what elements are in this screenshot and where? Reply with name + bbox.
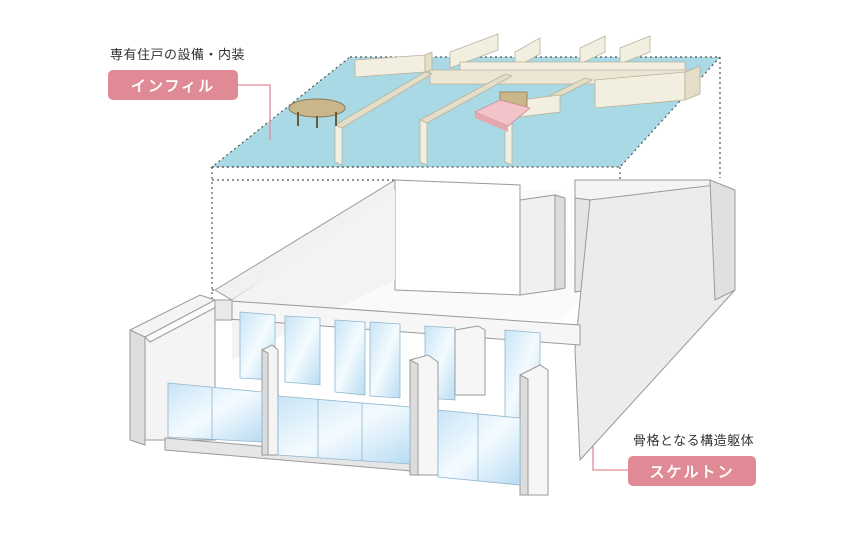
infill-leader: [238, 84, 271, 140]
bed-icon: [474, 91, 531, 132]
skeleton-badge: スケルトン: [628, 456, 756, 486]
infill-badge: インフィル: [108, 70, 238, 100]
infill-layer: [210, 33, 722, 168]
skeleton-caption: 骨格となる構造躯体: [633, 434, 755, 449]
front-pillars: [214, 299, 549, 496]
infill-caption: 専有住戸の設備・内装: [110, 48, 246, 63]
skeleton-layer: [129, 179, 736, 483]
glass-front-rail: [167, 382, 521, 486]
table-icon: [288, 98, 346, 128]
